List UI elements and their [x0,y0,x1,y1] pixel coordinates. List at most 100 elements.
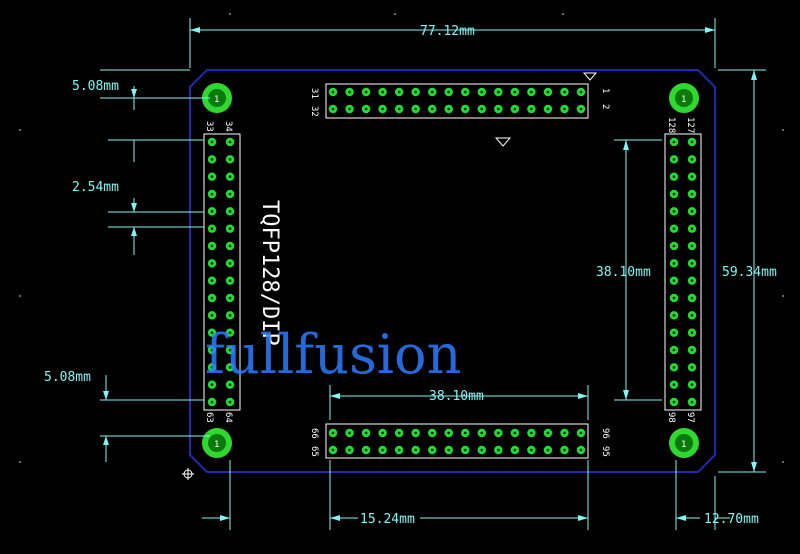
pin-pad-hole [210,209,214,213]
pin-pad-hole [530,448,533,452]
pin-label-96: 96 [600,428,610,439]
pin-label-33: 33 [204,121,214,132]
pin-labels: 31 32 1 2 33 34 63 64 66 65 96 95 128 12… [204,88,695,457]
pin-pad-hole [496,107,500,111]
header-bottom [325,423,589,459]
dimension-labels: 77.12mm 59.34mm 38.10mm 38.10mm 5.08mm 2… [44,24,777,527]
pin-label-98: 98 [666,412,676,423]
header-bottom-outline [325,423,589,459]
pin-pad-hole [480,107,484,111]
pin-pad-hole [546,431,550,435]
pin-pad-hole [690,279,694,283]
dim-pin-pitch: 2.54mm [72,180,119,195]
pin-pad-hole [447,90,451,94]
pin-pad-hole [672,140,676,144]
pin-pad-hole [414,90,418,94]
pin-pad-hole [228,157,232,161]
pin-label-2: 2 [600,104,610,109]
pin-label-32: 32 [309,106,319,117]
pin-pad-hole [672,157,676,161]
pin-pad-hole [348,431,351,435]
pin-pad-hole [672,209,676,213]
pin-pad-hole [463,90,467,94]
pin-pad-hole [690,175,694,179]
pin-pad-hole [397,431,401,435]
pin-pad-hole [210,313,214,317]
dim-board-width: 77.12mm [420,24,475,39]
pin-pad-hole [228,261,232,265]
grid-dots [19,13,784,463]
pin-pad-hole [690,244,694,248]
pin-pad-hole [690,348,694,352]
pin-pad-hole [690,209,694,213]
pin-pad-hole [414,107,418,111]
origin-marker [182,468,194,480]
mounting-holes: 1 1 1 1 [202,83,699,458]
pin-pad-hole [480,448,484,452]
pin-pad-hole [228,365,232,369]
pin-pad-hole [381,448,384,452]
pin-pad-hole [210,331,214,335]
pin-pad-hole [513,431,517,435]
pin-pad-hole [690,313,694,317]
pin-pad-hole [381,431,384,435]
mounting-hole-bottom-right: 1 [669,428,699,458]
pin-pad-hole [513,90,517,94]
pin-pad-hole [563,431,566,435]
pin-pad-hole [348,107,351,111]
pin-pad-hole [480,90,484,94]
pin-pad-hole [530,431,533,435]
pin-pad-hole [210,365,214,369]
pin-label-127: 127 [685,117,695,133]
pin-pad-hole [690,261,694,265]
pin-pad-hole [480,431,484,435]
pin-pad-hole [690,192,694,196]
pin-pad-hole [228,209,232,213]
pin-pad-hole [210,175,214,179]
pin-pad-hole [210,261,214,265]
dimension-lines [100,18,766,530]
mounting-hole-label: 1 [214,440,219,450]
pin-pad-hole [331,107,335,111]
pin-pad-hole [563,448,566,452]
pin-pad-hole [672,348,676,352]
dim-hole-offset-top: 5.08mm [72,79,119,94]
pin-pad-hole [672,331,676,335]
pin-pad-hole [672,244,676,248]
pin-pad-hole [364,431,368,435]
dim-bottom-header-span: 38.10mm [429,389,484,404]
header-left [203,133,241,411]
pin-pad-hole [210,383,214,387]
pin-pad-hole [496,90,500,94]
pin-pad-hole [447,448,451,452]
pin-pad-hole [414,448,418,452]
pin-pad-hole [210,400,214,404]
pin-pad-hole [496,431,500,435]
pin-pad-hole [331,448,335,452]
pin-pad-hole [463,107,467,111]
pin-pad-hole [210,227,214,231]
pin-pad-hole [546,448,550,452]
pin-pad-hole [447,431,451,435]
pin-pad-hole [690,157,694,161]
pin-label-95: 95 [600,446,610,457]
pin-label-31: 31 [309,88,319,99]
pin-pad-hole [690,400,694,404]
dim-hole-offset-bottom: 5.08mm [44,370,91,385]
pin-pad-hole [672,383,676,387]
pin-label-64: 64 [223,412,233,423]
pin-label-34: 34 [223,121,233,132]
pin-pad-hole [430,107,434,111]
mounting-hole-top-left: 1 [202,83,232,113]
orientation-triangle [494,137,512,147]
pin-pad-hole [672,400,676,404]
mounting-hole-bottom-left: 1 [202,428,232,458]
pin-pad-hole [530,107,533,111]
pin-pad-hole [331,431,335,435]
pin-pad-hole [672,175,676,179]
pin-pad-hole [210,279,214,283]
pin-pad-hole [228,244,232,248]
pin-pad-hole [430,448,434,452]
pin-pad-hole [210,157,214,161]
pin-pad-hole [210,348,214,352]
